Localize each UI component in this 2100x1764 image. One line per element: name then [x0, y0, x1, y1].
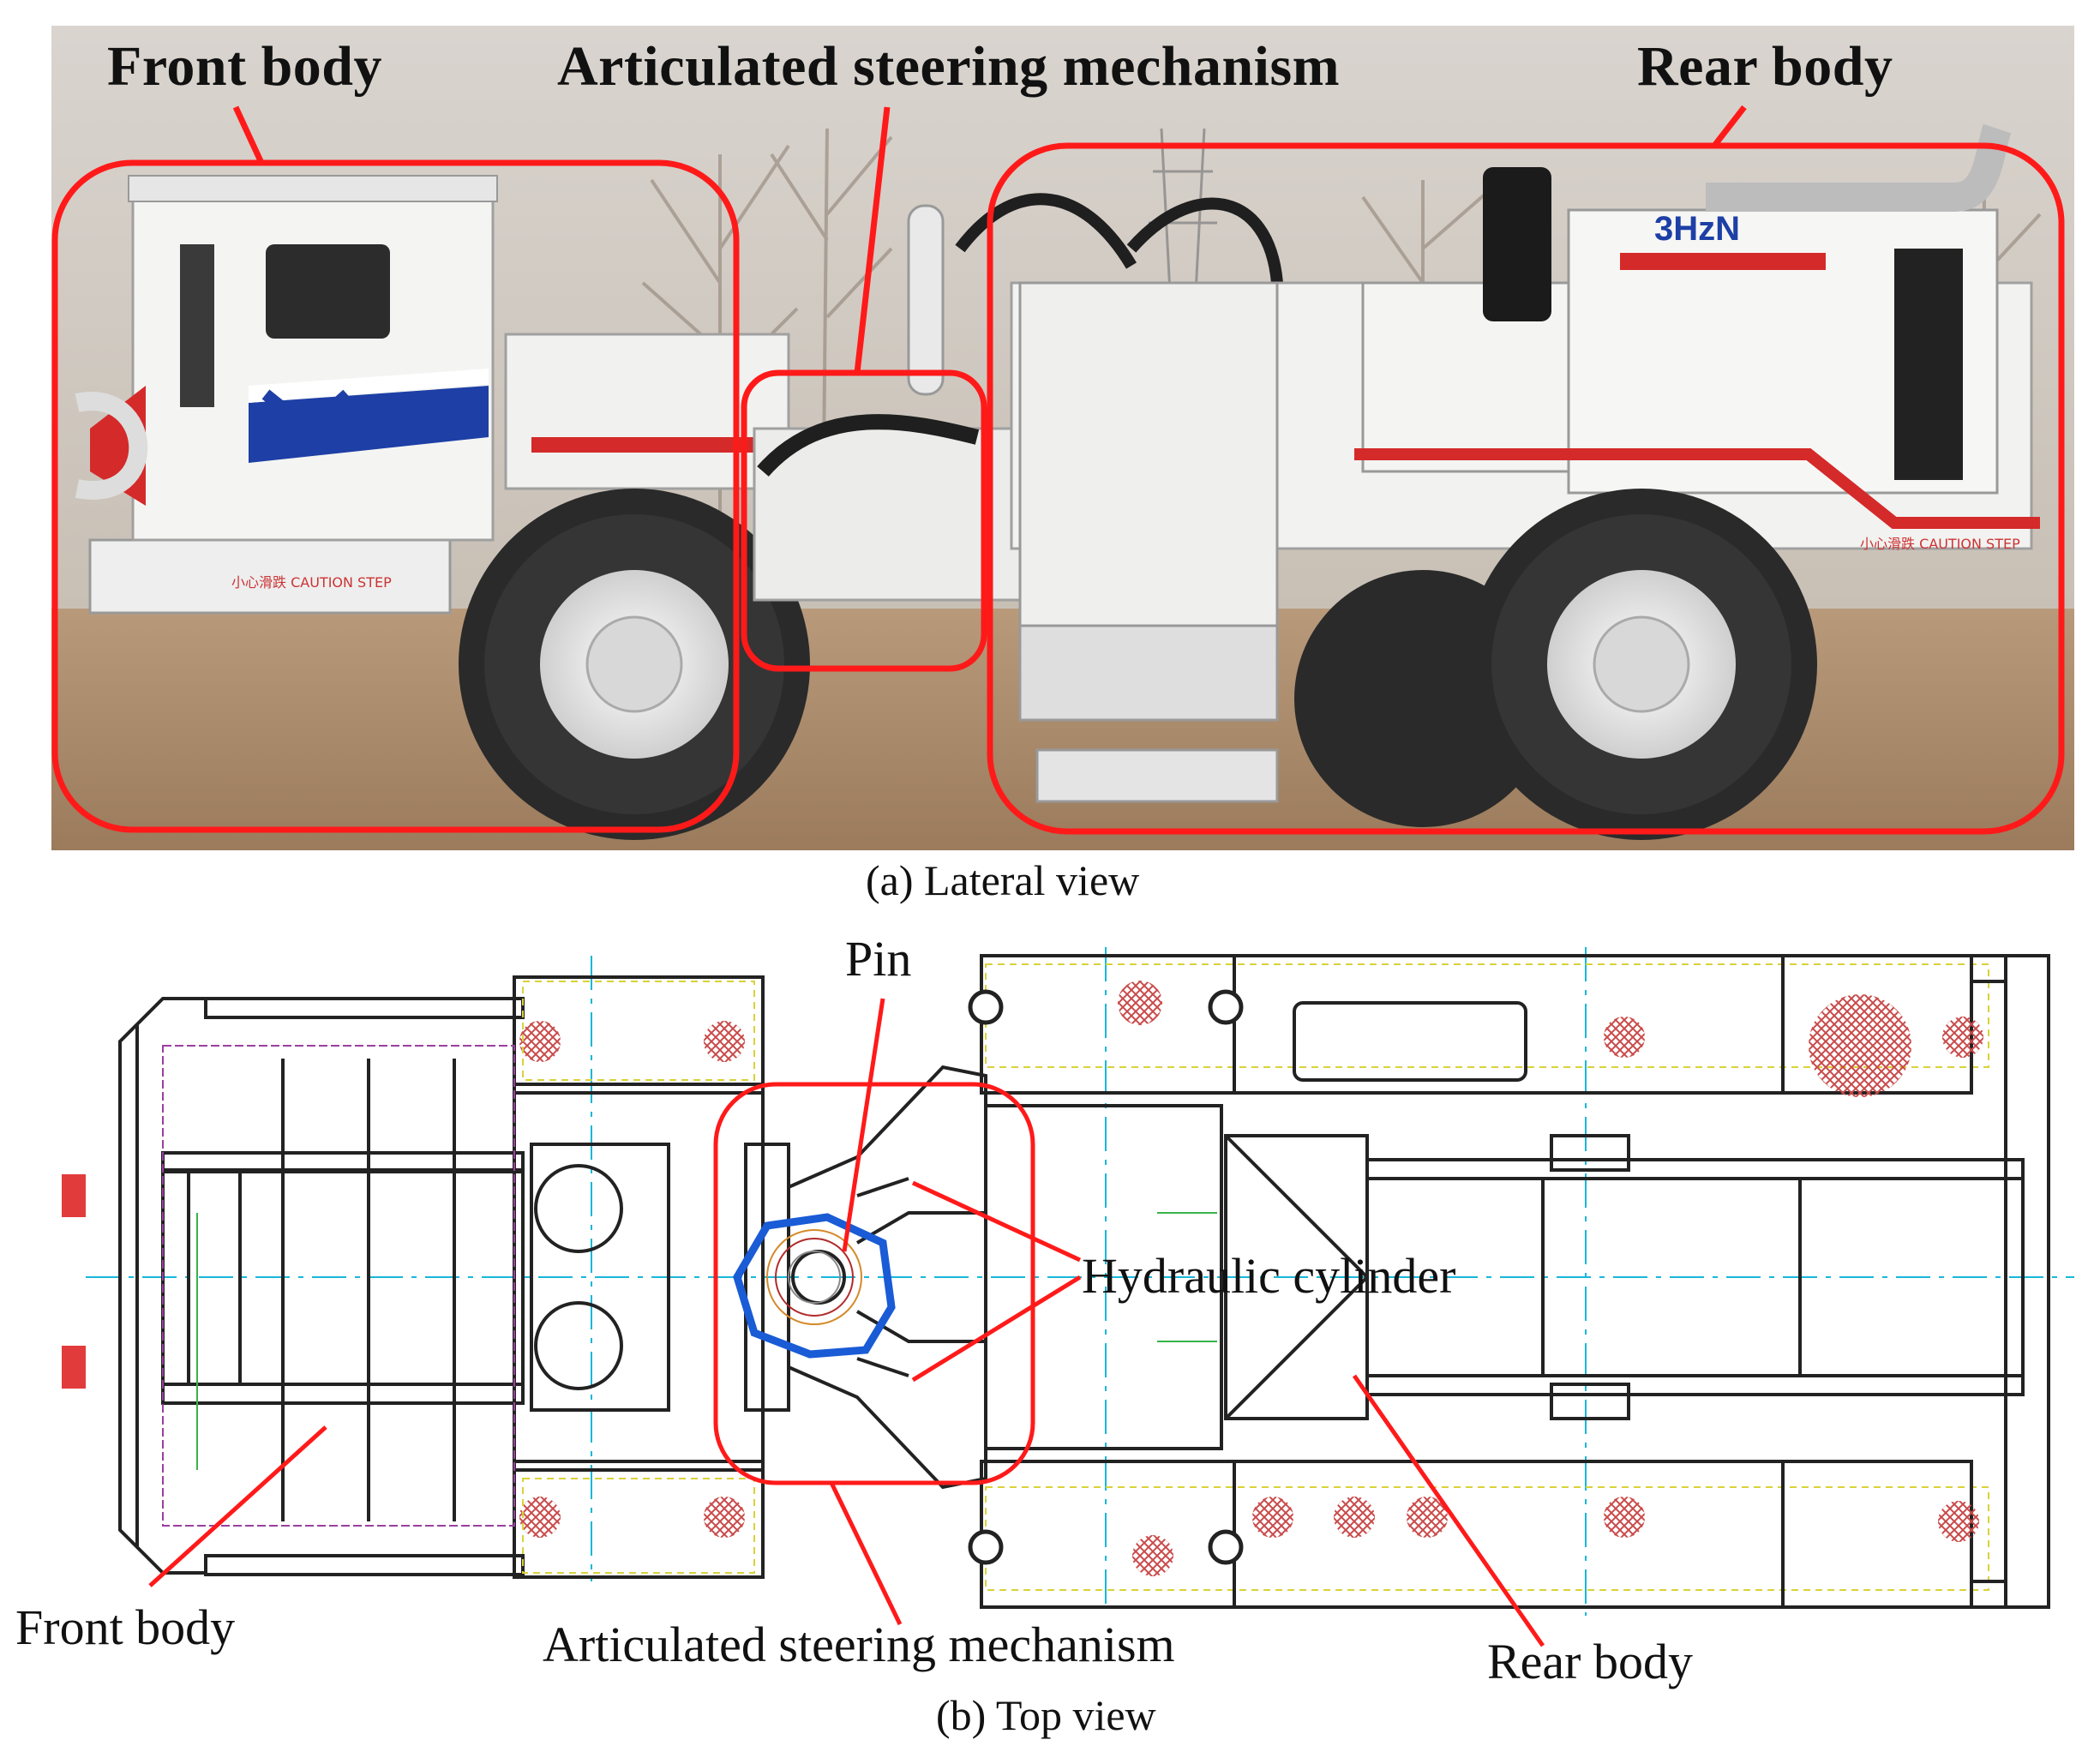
leader-hyd-upper: [911, 1180, 1082, 1263]
rear-logo-text: 3HzN: [1654, 210, 1740, 248]
rear-body-box: [987, 142, 2065, 835]
centerlines: [86, 947, 2074, 1616]
front-cab-outline: [162, 1045, 515, 1527]
steering-box-b: [713, 1082, 1035, 1485]
label-rear-body-a: Rear body: [1637, 35, 1893, 98]
top-view-schematic: [62, 947, 2074, 1647]
label-hydraulic-cylinder: Hydraulic cylinder: [1082, 1248, 1456, 1304]
highlight-boxes-b: [148, 998, 1545, 1647]
label-pin: Pin: [845, 931, 912, 987]
leader-steering: [829, 1481, 903, 1626]
leader-steer: [854, 106, 891, 374]
lateral-view-illustration: 3HzN 小心滑跌 CAUTION STEP 小心滑跌 CAUTION STEP: [51, 26, 2074, 850]
label-steering-a: Articulated steering mechanism: [557, 35, 1341, 98]
articulation-vehicle: [753, 193, 1283, 602]
front-body-box: [51, 159, 740, 833]
caution-sign-rear: 小心滑跌 CAUTION STEP: [1860, 536, 2020, 552]
pin-rings: [766, 1229, 862, 1325]
rear-joints: [968, 989, 1244, 1565]
label-front-body-a: Front body: [107, 35, 383, 98]
front-pads: [519, 1021, 745, 1538]
pin-highlight: [733, 1213, 896, 1359]
leader-front: [232, 105, 265, 165]
front-body-vehicle: [75, 175, 810, 840]
leader-rear-body: [1352, 1374, 1545, 1647]
rear-pads: [1118, 981, 1983, 1576]
caution-sign-front: 小心滑跌 CAUTION STEP: [231, 574, 392, 591]
front-lamps: [62, 1174, 86, 1389]
label-rear-body-b: Rear body: [1487, 1634, 1693, 1689]
lateral-view-photo: 3HzN 小心滑跌 CAUTION STEP 小心滑跌 CAUTION STEP…: [51, 26, 2074, 850]
leader-hyd-lower: [911, 1275, 1082, 1383]
caption-top-view: (b) Top view: [936, 1691, 1156, 1739]
highlight-boxes-a: [51, 105, 2065, 835]
leader-pin: [842, 998, 885, 1252]
caption-lateral-view: (a) Lateral view: [866, 856, 1140, 904]
leader-front-body: [148, 1425, 327, 1587]
top-view-drawing: Pin Hydraulic cylinder Front body Articu…: [0, 930, 2100, 1689]
label-front-body-b: Front body: [15, 1599, 236, 1655]
steering-box: [741, 369, 987, 672]
label-steering-b: Articulated steering mechanism: [543, 1617, 1175, 1672]
leader-rear: [1712, 105, 1747, 148]
rear-body-vehicle: [1010, 123, 2040, 840]
